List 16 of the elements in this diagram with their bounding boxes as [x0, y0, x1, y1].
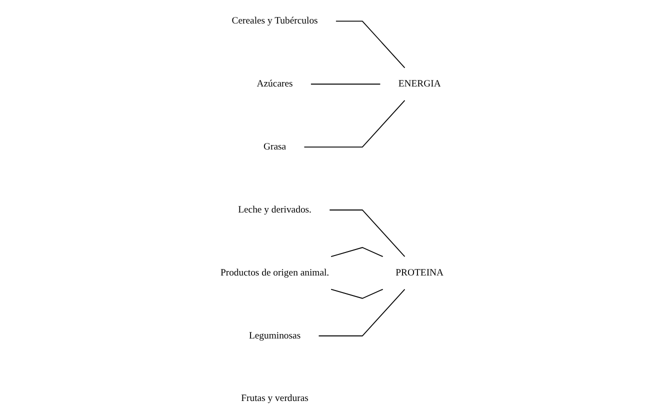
- connector: [310, 84, 381, 85]
- node-text: ENERGIA: [398, 78, 441, 89]
- node-text: Leguminosas: [248, 330, 301, 341]
- node-text: Grasa: [263, 142, 286, 152]
- connector: [330, 288, 384, 299]
- node-text: Cereales y Tubérculos: [232, 16, 318, 26]
- connector: [304, 100, 406, 148]
- connector: [336, 20, 406, 68]
- node-text: Productos de origen animal.: [220, 267, 330, 278]
- node-text: PROTEINA: [396, 267, 444, 278]
- node-text: Frutas y verduras: [241, 393, 308, 404]
- connector: [318, 288, 406, 336]
- node-text: Azúcares: [256, 78, 293, 89]
- node-text: Leche y derivados.: [238, 204, 312, 215]
- connector: [330, 247, 384, 258]
- connector: [329, 210, 406, 258]
